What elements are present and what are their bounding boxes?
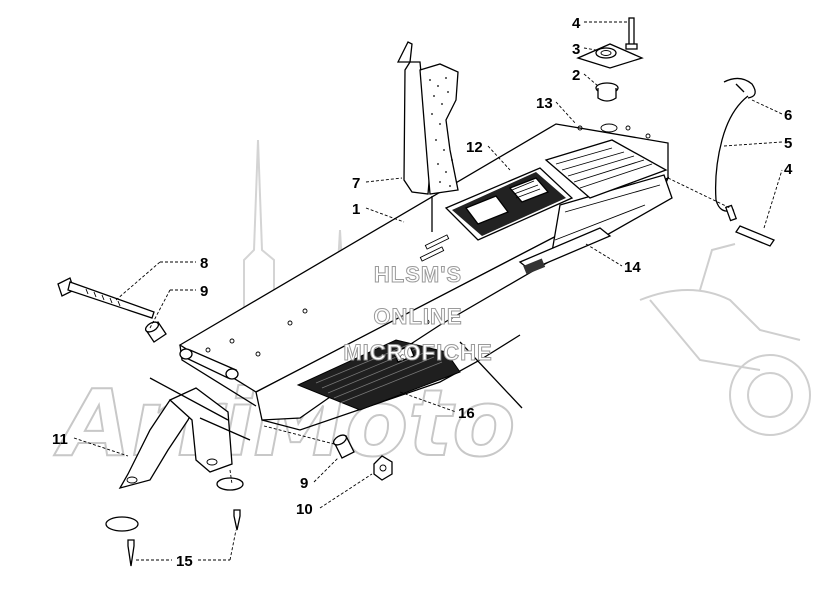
- callout-2: 2: [572, 67, 580, 84]
- stand-bracket: [118, 377, 251, 490]
- callout-7: 7: [352, 175, 360, 192]
- decal-side-label: [518, 227, 612, 275]
- hinge-tube: [179, 348, 239, 380]
- decal-warning-panel: [444, 167, 574, 241]
- callout-13: 13: [536, 95, 553, 112]
- heel-pad: [396, 41, 459, 232]
- rivets: [127, 509, 241, 567]
- mount-plate: [576, 43, 644, 69]
- washer-pad-a: [216, 469, 244, 491]
- callout-3: 3: [572, 41, 580, 58]
- washer-pad-b: [105, 516, 139, 532]
- callout-10: 10: [296, 501, 313, 518]
- decal-info-strip: [544, 139, 668, 199]
- top-bolt: [625, 17, 638, 50]
- decal-label: ACT: [396, 354, 408, 361]
- nut: [373, 455, 393, 481]
- long-bolt: [57, 277, 155, 319]
- grommet: [595, 82, 619, 102]
- callout-5: 5: [784, 135, 792, 152]
- bushing-lower: [263, 425, 355, 459]
- callout-15: 15: [176, 553, 193, 570]
- callout-8: 8: [200, 255, 208, 272]
- callout-9-lower: 9: [300, 475, 308, 492]
- callout-12: 12: [466, 139, 483, 156]
- callout-16: 16: [458, 405, 475, 422]
- callouts: 4 3 2 13 6 5 4 12 7 1 14 8: [52, 15, 793, 570]
- callout-1: 1: [352, 201, 360, 218]
- watermark-line3: MICROFICHE: [343, 340, 492, 365]
- callout-11: 11: [52, 431, 68, 448]
- support-rod: [459, 341, 523, 409]
- callout-6: 6: [784, 107, 792, 124]
- callout-4-top: 4: [572, 15, 581, 32]
- watermark-line1: HLSM'S: [374, 262, 462, 287]
- callout-14: 14: [624, 259, 641, 276]
- callout-9-upper: 9: [200, 283, 208, 300]
- watermark-text: HLSM'S ONLINE MICROFICHE: [343, 262, 492, 366]
- tether-cable: [667, 77, 775, 247]
- decal-footpad: ACT: [296, 339, 461, 411]
- watermark-line2: ONLINE: [373, 304, 462, 329]
- callout-4-right: 4: [784, 161, 793, 178]
- bushing-upper: [144, 321, 167, 343]
